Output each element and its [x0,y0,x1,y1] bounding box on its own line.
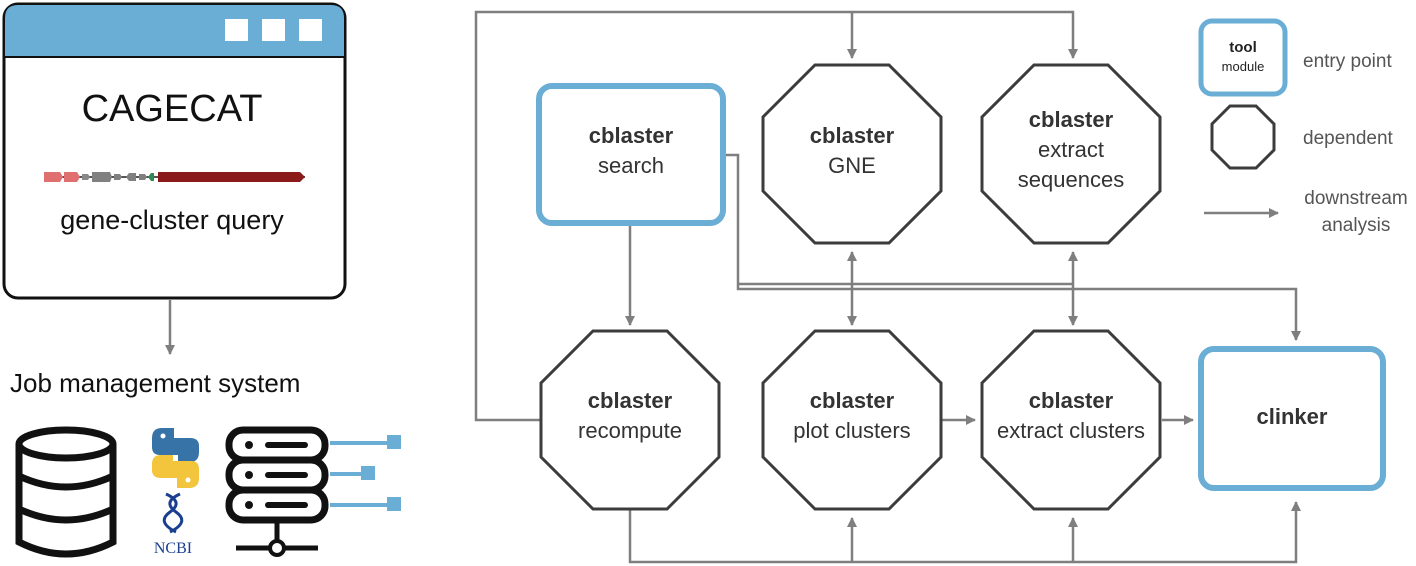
legend-module-label: module [1222,59,1265,74]
legend-tool-label: tool [1229,39,1257,56]
legend-entry-swatch [1198,18,1288,97]
node-clinker[interactable]: clinker [1198,346,1386,491]
job-system-label: Job management system [10,368,300,398]
app-title: CAGECAT [82,88,263,130]
window-button[interactable] [225,19,248,41]
connectors [474,10,1301,564]
gene-cluster-icon [44,172,305,182]
node-subtitle: GNE [828,153,876,178]
connector-recompute-to-clinker [628,501,1301,564]
node-title: cblaster [1029,107,1114,132]
legend-entry-point: entry point [1303,51,1392,72]
connector-recompute-to-extract-sequences [474,10,1078,422]
node-cblaster-gne[interactable]: cblaster GNE [761,63,943,245]
window-button[interactable] [262,19,285,41]
node-subtitle: extract [1038,137,1104,162]
node-subtitle: extract clusters [997,418,1145,443]
node-cblaster-plot-clusters[interactable]: cblaster plot clusters [761,329,943,511]
ncbi-icon: NCBI [154,492,192,557]
python-icon [152,428,199,488]
window-frame [2,2,347,300]
node-cblaster-extract-sequences[interactable]: cblaster extract sequences [980,63,1162,245]
legend-dependent: dependent [1303,128,1394,149]
node-title: cblaster [588,388,673,413]
node-subtitle: recompute [578,418,682,443]
node-subtitle: sequences [1018,167,1124,192]
node-subtitle: plot clusters [793,418,910,443]
node-cblaster-extract-clusters[interactable]: cblaster extract clusters [980,329,1162,511]
cagecat-window: CAGECAT gene-cluster query [2,2,347,300]
ncbi-label: NCBI [154,540,192,557]
window-titlebar [5,5,344,57]
node-title: cblaster [810,388,895,413]
node-subtitle: search [598,153,664,178]
legend-downstream: downstream [1304,188,1408,209]
node-title: cblaster [1029,388,1114,413]
node-cblaster-search[interactable]: cblaster search [536,83,726,226]
legend: tool module entry point dependent downst… [1198,18,1408,236]
server-icon [225,426,401,557]
node-title: cblaster [810,123,895,148]
node-title: clinker [1257,404,1328,429]
window-button[interactable] [299,19,322,41]
legend-analysis: analysis [1322,215,1391,236]
legend-dependent-swatch [1210,104,1276,170]
database-icon [15,426,117,558]
query-label: gene-cluster query [60,205,284,235]
node-title: cblaster [589,123,674,148]
node-cblaster-recompute[interactable]: cblaster recompute [539,329,721,511]
connector-search-to-clinker [726,153,1301,341]
